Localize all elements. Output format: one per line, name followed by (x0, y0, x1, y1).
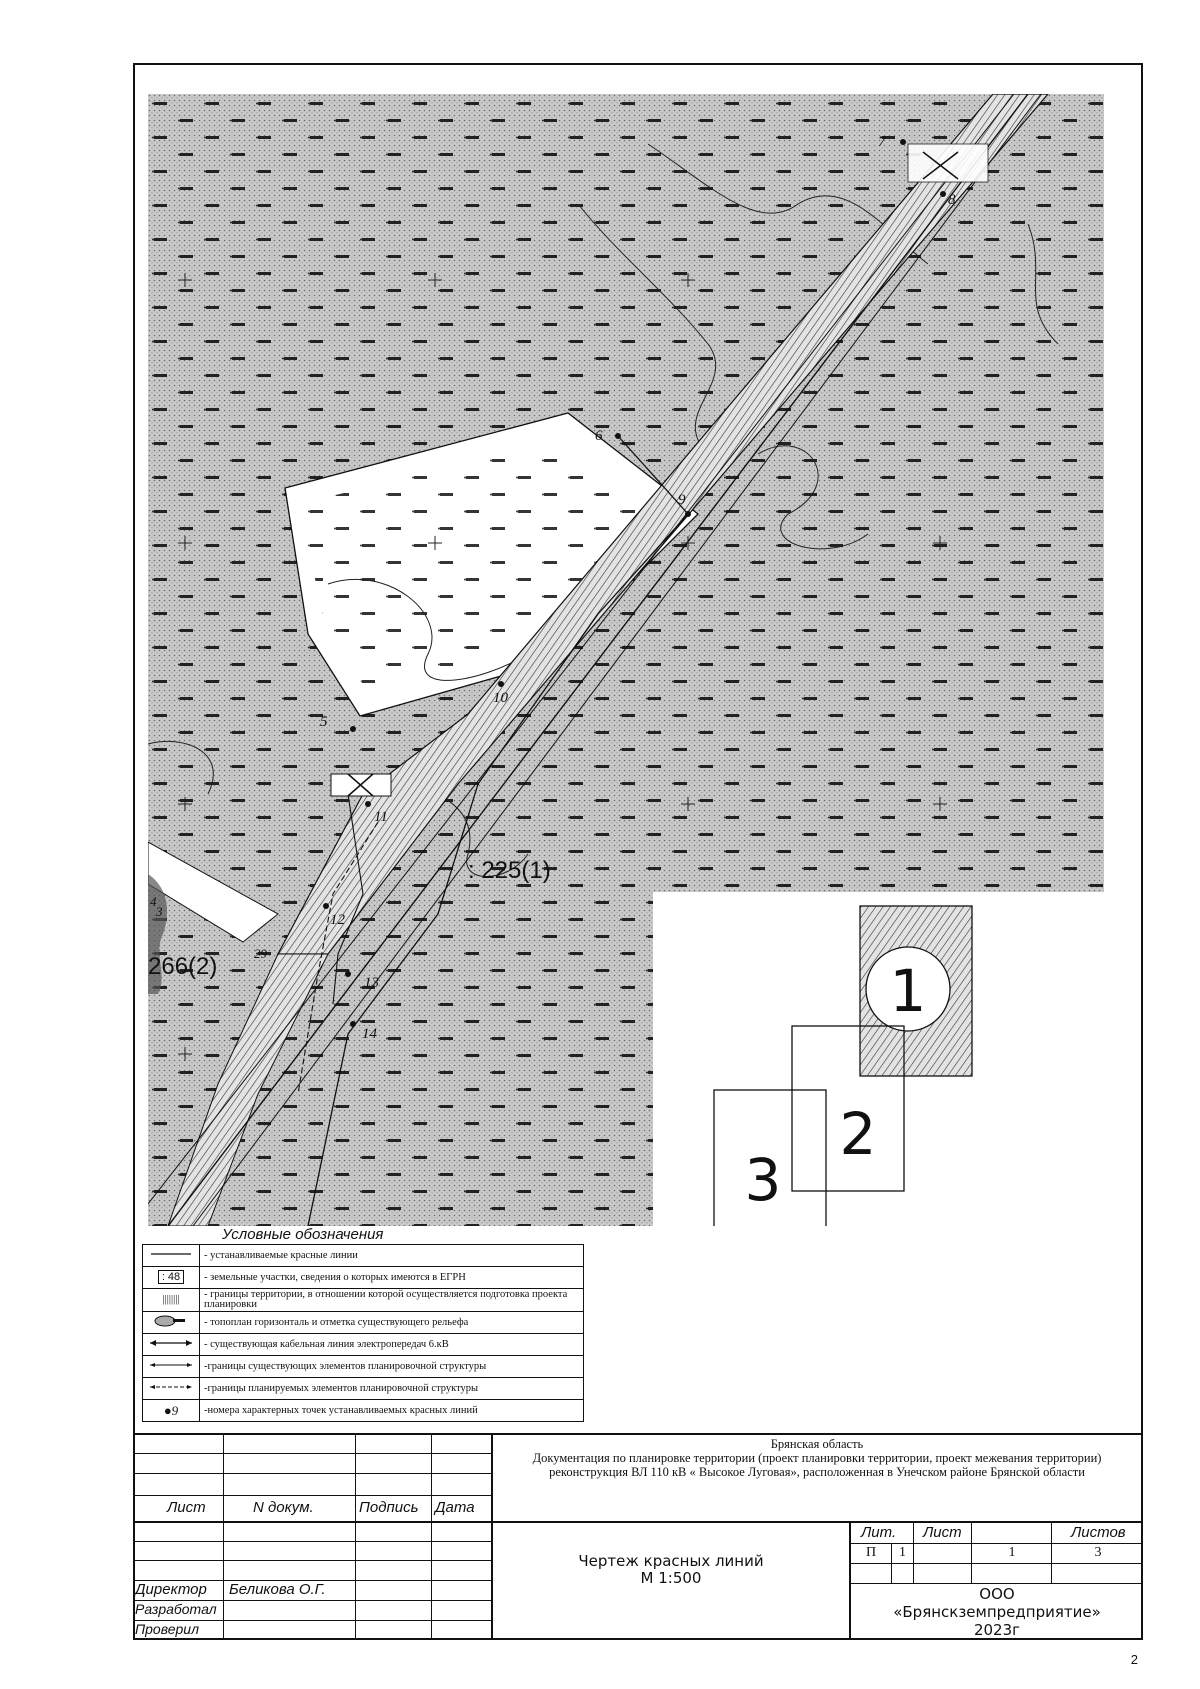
sheet-scale: М 1:500 (640, 1569, 702, 1587)
legend-text: - топоплан горизонталь и отметка существ… (199, 1311, 584, 1334)
legend-symbol: : 48 (142, 1266, 200, 1289)
org-line-1: ООО (979, 1585, 1015, 1603)
lit-value-2: 1 (899, 1545, 906, 1560)
point-label: 13 (364, 975, 379, 991)
legend-symbol: |||||||| (142, 1288, 200, 1312)
lit-label: Лит. (861, 1524, 897, 1541)
parcel-number-label: : 225(1) (468, 857, 551, 884)
legend-text: -границы существующих элементов планиров… (199, 1355, 584, 1378)
point-label: 8 (948, 192, 956, 208)
point-label: 7 (878, 134, 887, 150)
legend-row: ●9 -номера характерных точек устанавлива… (142, 1399, 584, 1422)
point-label: 9 (678, 492, 686, 508)
legend-symbol (142, 1355, 200, 1378)
col-header-list: Лист (167, 1499, 206, 1516)
org-year: 2023г (973, 1621, 1021, 1639)
point-label: 5 (320, 714, 328, 730)
point-label: 12 (330, 912, 346, 928)
key-map-sheet-3: 3 (745, 1146, 782, 1214)
legend-title: Условные обозначения (222, 1226, 384, 1243)
point-label: 6 (595, 428, 603, 444)
legend-text: - земельные участки, сведения о которых … (199, 1266, 584, 1289)
legend-symbol (142, 1244, 200, 1267)
name-director: Беликова О.Г. (229, 1581, 326, 1598)
legend-symbol (142, 1311, 200, 1334)
key-map-sheet-1: 1 (890, 957, 927, 1025)
org-line-2: «Брянскземпредприятие» (893, 1603, 1101, 1621)
key-map-sheet-2: 2 (840, 1100, 877, 1168)
sheet-key-map: 1 2 3 (713, 905, 973, 1226)
topographic-map: 5 6 7 8 9 10 11 12 13 14 4 3 29 : 225(1)… (148, 94, 1104, 1226)
minor-label: 4 (150, 894, 157, 909)
legend-text: -номера характерных точек устанавливаемы… (199, 1399, 584, 1422)
point-label: 14 (362, 1026, 378, 1042)
col-header-date: Дата (435, 1499, 475, 1516)
col-header-sign: Подпись (359, 1499, 419, 1516)
role-director: Директор (135, 1581, 207, 1598)
legend-row: - существующая кабельная линия электропе… (142, 1333, 584, 1356)
col-header-doc: N докум. (253, 1499, 314, 1516)
title-block: Брянская область Документация по планиро… (133, 1433, 1143, 1640)
minor-label: 3 (155, 904, 163, 919)
role-developer: Разработал (135, 1601, 217, 1617)
drawing-frame (133, 63, 1143, 1640)
legend-row: : 48 - земельные участки, сведения о кот… (142, 1266, 584, 1289)
legend-row: -границы планируемых элементов планирово… (142, 1377, 584, 1400)
point-label: 11 (374, 809, 388, 825)
parcel-number-label: 266(2) (148, 953, 217, 980)
legend-row: - устанавливаемые красные линии (142, 1244, 584, 1267)
legend: - устанавливаемые красные линии : 48 - з… (142, 1244, 584, 1422)
sheets-label: Листов (1071, 1524, 1126, 1541)
legend-symbol (142, 1377, 200, 1400)
sheets-value: 3 (1094, 1545, 1102, 1560)
legend-text: - существующая кабельная линия электропе… (199, 1333, 584, 1356)
legend-symbol (142, 1333, 200, 1356)
legend-row: - топоплан горизонталь и отметка существ… (142, 1311, 584, 1334)
point-label: 10 (493, 690, 509, 706)
legend-text: - границы территории, в отношении которо… (199, 1288, 584, 1312)
legend-text: -границы планируемых элементов планирово… (199, 1377, 584, 1400)
project-description: Брянская область Документация по планиро… (532, 1437, 1102, 1479)
sheet-title: Чертеж красных линий (578, 1552, 764, 1570)
role-checker: Проверил (135, 1621, 199, 1637)
legend-symbol: ●9 (142, 1399, 200, 1422)
lit-value-1: П (865, 1545, 877, 1560)
legend-row: -границы существующих элементов планиров… (142, 1355, 584, 1378)
sheet-label: Лист (923, 1524, 962, 1541)
sheet-value: 1 (1008, 1545, 1016, 1560)
legend-text: - устанавливаемые красные линии (199, 1244, 584, 1267)
legend-row: |||||||| - границы территории, в отношен… (142, 1288, 584, 1312)
page-number: 2 (1130, 1652, 1138, 1667)
grid-crosses (178, 273, 947, 1061)
minor-label: 29 (254, 946, 268, 961)
